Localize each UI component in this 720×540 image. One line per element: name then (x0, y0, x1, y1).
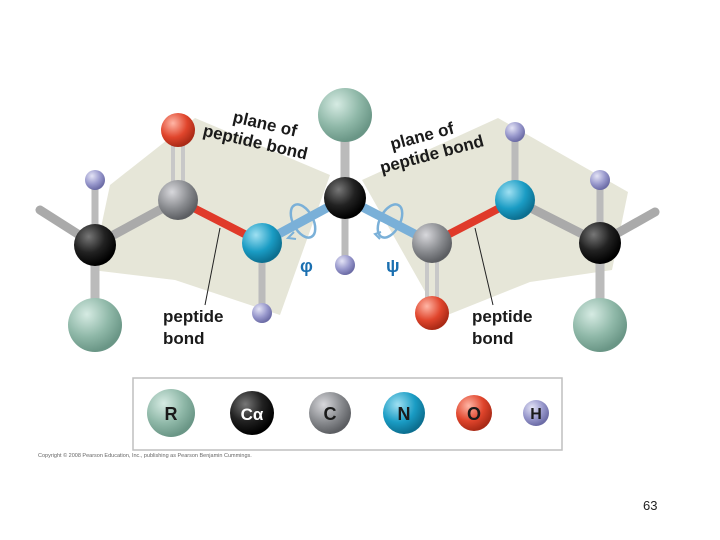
legend-label-r: R (165, 404, 178, 424)
peptide-bond-label-right: peptide bond (472, 307, 537, 348)
atom-h-right-top (590, 170, 610, 190)
atom-n-right (495, 180, 535, 220)
atom-o-left (161, 113, 195, 147)
phi-rotation-arrow (285, 203, 317, 240)
legend-swatch-c (309, 392, 351, 434)
psi-rotation-arrow (373, 203, 404, 240)
atom-r-left (68, 298, 122, 352)
atom-ca-right (579, 222, 621, 264)
atom-h-right-n (505, 122, 525, 142)
legend-label-ca: Cα (241, 405, 264, 424)
legend-swatch-h (523, 400, 549, 426)
atom-c-left (158, 180, 198, 220)
bonds (35, 110, 660, 330)
atom-r-center (318, 88, 372, 142)
legend-swatch-ca (230, 391, 274, 435)
peptide-bond-left-pointer (204, 227, 221, 306)
atom-ca-center (324, 177, 366, 219)
psi-label: ψ (386, 256, 400, 276)
legend-swatch-r (147, 389, 195, 437)
atoms (68, 88, 627, 352)
atom-h-left-n (252, 303, 272, 323)
legend-label-h: H (530, 406, 542, 423)
atom-h-center (335, 255, 355, 275)
page-number: 63 (643, 498, 658, 513)
legend-label-o: O (467, 404, 481, 424)
peptide-bond-label-left: peptide bond (163, 307, 228, 348)
atom-h-left-top (85, 170, 105, 190)
legend-swatch-o (456, 395, 492, 431)
legend-swatch-n (383, 392, 425, 434)
atom-o-right (415, 296, 449, 330)
atom-legend: R Cα C N O H (132, 377, 563, 451)
peptide-bond-right-pointer (474, 227, 494, 306)
copyright-notice: Copyright © 2008 Pearson Education, Inc.… (38, 453, 252, 459)
phi-label: φ (300, 256, 313, 276)
atom-ca-left (74, 224, 116, 266)
legend-label-c: C (324, 404, 337, 424)
legend-label-n: N (398, 404, 411, 424)
atom-r-right (573, 298, 627, 352)
atom-c-right (412, 223, 452, 263)
atom-n-left (242, 223, 282, 263)
